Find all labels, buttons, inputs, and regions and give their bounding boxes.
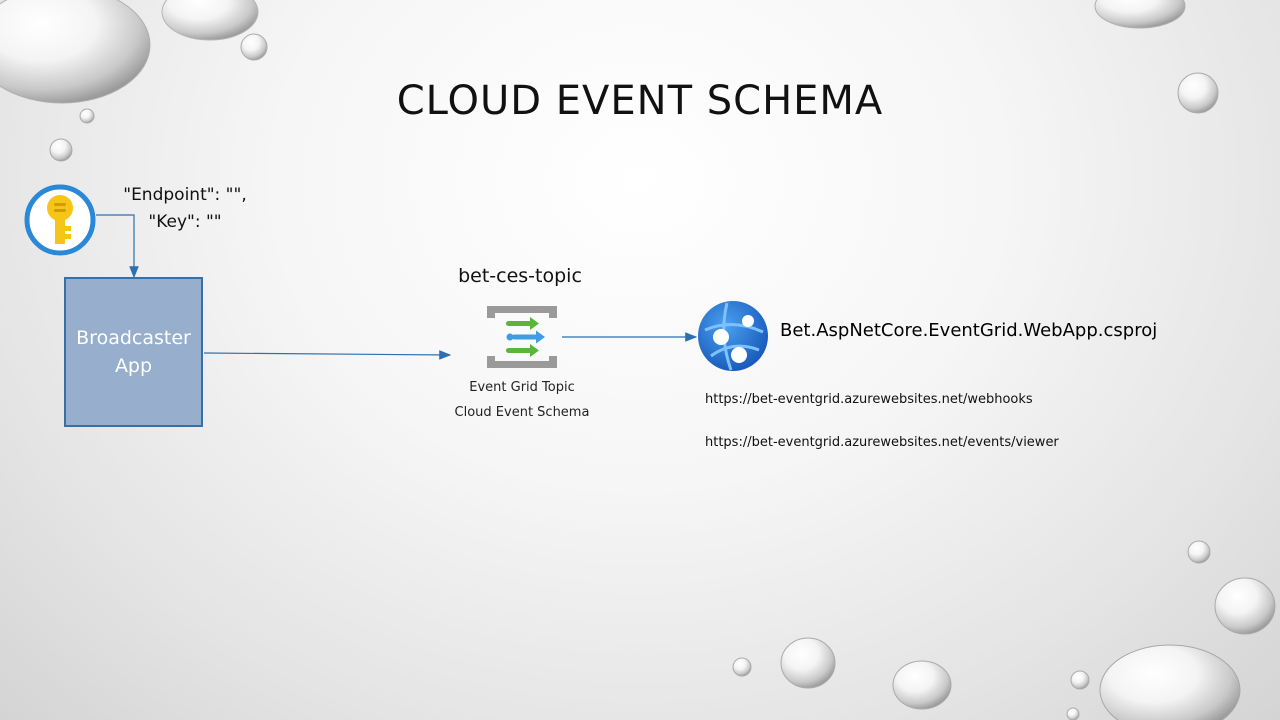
drop-tiny [732,657,752,677]
topic-caption-schema: Cloud Event Schema [454,405,590,420]
drop-tiny [1070,670,1090,690]
key-to-app-connector [96,214,139,279]
drop-small [240,33,268,61]
drop-bottom [780,637,836,689]
web-app-icon [698,301,768,371]
slide-title: CLOUD EVENT SCHEMA [396,78,884,124]
drop-right-lower [1214,577,1276,635]
drop-top-right [1094,0,1186,29]
key-vault-icon [24,184,96,256]
drop-tiny [79,108,95,124]
event-grid-topic-icon [487,306,557,368]
topic-name: bet-ces-topic [458,265,582,287]
broadcaster-app-label: Broadcaster App [76,327,191,377]
topic-caption-type: Event Grid Topic [469,380,575,395]
drop-tiny [1066,707,1080,720]
drop-large-top-left [0,0,151,104]
webapp-project-name: Bet.AspNetCore.EventGrid.WebApp.csproj [780,320,1158,341]
webhook-url: https://bet-eventgrid.azurewebsites.net/… [705,392,1033,407]
drop-right [1177,72,1219,114]
app-to-topic-arrow [203,350,452,360]
endpoint-setting: "Endpoint": "", [123,185,247,205]
drop-bottom [892,660,952,710]
drop-top [161,0,259,41]
drop-small [49,138,73,162]
connection-config: "Endpoint": "", "Key": "" [110,182,260,236]
key-setting: "Key": "" [148,212,222,232]
drop-small-right [1187,540,1211,564]
broadcaster-app-box: Broadcaster App [64,277,203,427]
viewer-url: https://bet-eventgrid.azurewebsites.net/… [705,435,1059,450]
drop-large-bottom-right [1099,644,1241,720]
